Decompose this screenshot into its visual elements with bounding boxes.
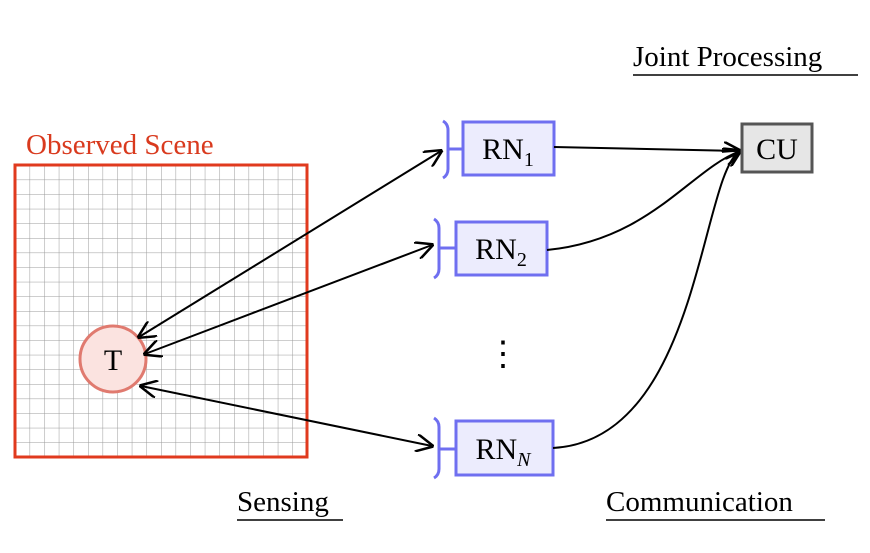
sensing-links [139,151,441,446]
node-label-prefix: RN [475,433,517,466]
sensing-link-n [141,386,432,446]
antennas [433,119,463,480]
headings: Joint Processing Sensing Communication [237,41,858,521]
node-label-sub: 1 [524,149,534,171]
target-label: T [104,344,122,377]
ellipsis: ⋮ [486,336,520,373]
sensing-link-2 [145,245,432,354]
svg-text:RN1: RN1 [482,133,534,171]
antenna-1-icon [442,119,463,180]
scene-title: Observed Scene [26,129,214,161]
comm-link-2 [546,151,740,251]
communication-links [546,147,740,449]
node-box [454,220,549,277]
svg-text:RN2: RN2 [475,233,527,271]
cu-label: CU [756,133,798,166]
node-label-sub: N [516,449,532,471]
observed-scene: Observed Scene [13,129,309,459]
comm-link-1 [553,147,740,151]
sensing-heading: Sensing [237,486,329,518]
target: T [78,324,148,394]
communication-heading: Communication [606,486,793,518]
cu-box [740,122,814,174]
node-box [461,120,556,177]
radar-node-2: RN2 [454,220,549,277]
radar-node-n: RNN [454,419,555,477]
central-unit: CU [740,122,814,174]
radar-node-1: RN1 [461,120,556,177]
target-circle [78,324,148,394]
joint-processing-heading: Joint Processing [633,41,822,73]
node-label-prefix: RN [482,133,524,166]
node-label-sub: 2 [517,249,527,271]
antenna-2-icon [433,217,456,280]
node-box [454,419,555,477]
comm-link-n [552,151,740,449]
antenna-n-icon [433,416,456,480]
scene-grid [15,165,307,457]
svg-text:RNN: RNN [475,433,532,471]
node-label-prefix: RN [475,233,517,266]
